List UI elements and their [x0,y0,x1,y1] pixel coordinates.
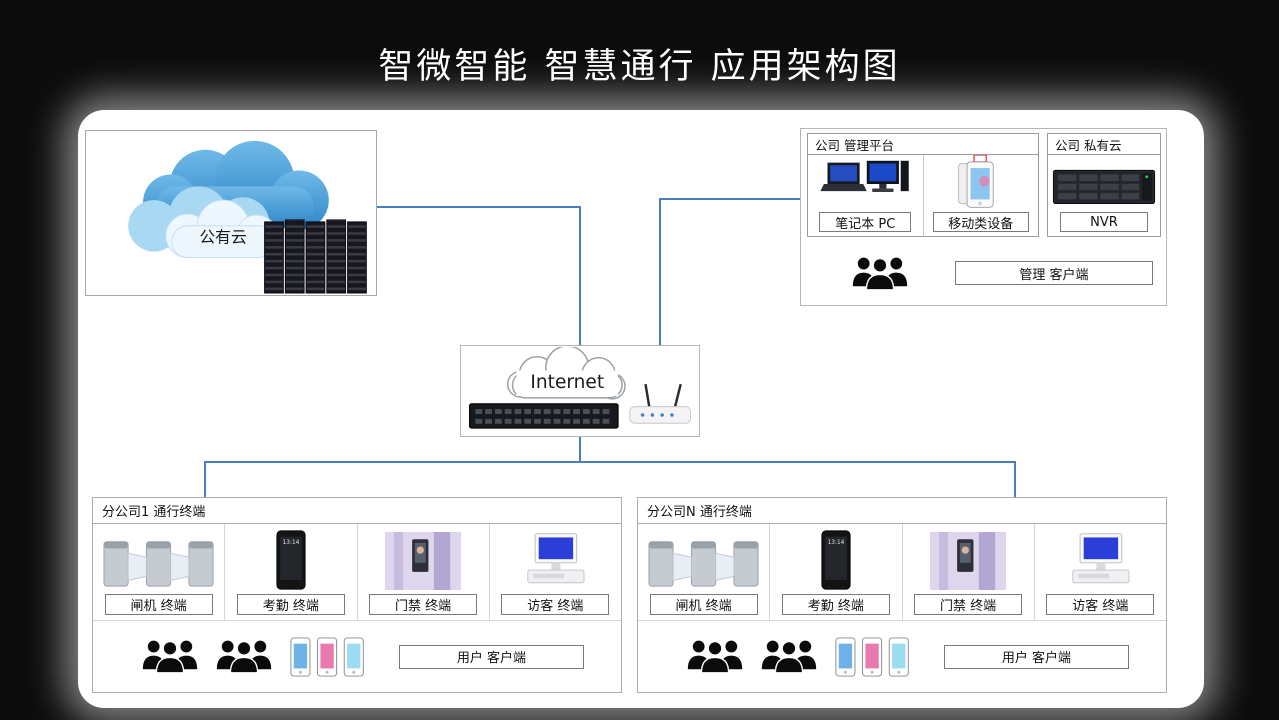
laptop-pc-cell: 笔记本 PC [808,155,923,236]
phones-group-icon [290,636,364,677]
branch-1-terminals: 闸机 终端 13:14 考勤 终端 门禁 终 [93,524,621,620]
connector-line [204,461,206,498]
company-panel: 公司 管理平台 笔记本 PC [800,128,1167,306]
private-cloud-header: 公司 私有云 [1048,134,1160,155]
gate-terminal-image [648,541,759,587]
terminal-label: 闸机 终端 [104,594,213,615]
people-group-icon [761,640,817,674]
terminal-label: 考勤 终端 [781,594,890,615]
user-client-label: 用户 客户端 [399,644,584,669]
terminal-cell-visitor: 访客 终端 [1035,524,1166,620]
visitor-terminal-image [1072,533,1130,584]
nvr-cell: NVR [1048,155,1160,236]
access-terminal-image [930,532,1007,590]
nvr-image [1052,169,1156,204]
people-group-icon [216,640,272,674]
connector-line [659,198,800,200]
mobile-devices-label: 移动类设备 [932,212,1029,232]
connector-line [377,206,581,208]
terminal-label: 闸机 终端 [649,594,758,615]
page-title: 智微智能 智慧通行 应用架构图 [378,47,901,87]
nvr-label: NVR [1060,212,1148,232]
terminal-cell-attendance: 13:14 考勤 终端 [770,524,903,620]
public-cloud-image: 公有云 [128,140,367,294]
connector-line [1014,461,1016,498]
connector-line [579,206,581,346]
network-switch-image [469,403,619,429]
terminal-label: 访客 终端 [1046,594,1155,615]
branch-1-header: 分公司1 通行终端 [93,498,621,524]
terminal-cell-access: 门禁 终端 [358,524,490,620]
red-annotation-mark [973,155,987,163]
gate-terminal-image [103,541,214,587]
people-group-icon [852,257,908,290]
branch-n-header: 分公司N 通行终端 [638,498,1166,524]
internet-panel: Internet [460,345,700,437]
laptop-pc-label: 笔记本 PC [819,212,912,232]
internet-label: Internet [530,372,604,393]
attendance-screen-time: 13:14 [282,540,299,546]
public-cloud-label: 公有云 [199,228,246,247]
attendance-screen-time: 13:14 [827,540,844,546]
terminal-label: 考勤 终端 [236,594,345,615]
branch-n-terminals: 闸机 终端 13:14 考勤 终端 门禁 终 [638,524,1166,620]
terminal-label: 访客 终端 [501,594,610,615]
attendance-terminal-image: 13:14 [276,530,306,590]
people-group-icon [687,640,743,674]
public-cloud-panel: 公有云 [85,130,377,296]
internet-image: Internet [469,347,691,429]
branch-1-client-row: 用户 客户端 [93,620,621,692]
management-platform-header: 公司 管理平台 [808,134,1038,155]
server-racks-image [264,219,367,294]
branch-1-panel: 分公司1 通行终端 闸机 终端 13: [92,497,622,693]
connector-line [579,437,581,463]
terminal-cell-attendance: 13:14 考勤 终端 [225,524,358,620]
terminal-cell-gate: 闸机 终端 [638,524,771,620]
people-group-icon [142,640,198,674]
access-terminal-image [385,532,462,590]
attendance-terminal-image: 13:14 [821,530,851,590]
laptop-pc-image [820,160,909,193]
user-client-label: 用户 客户端 [944,644,1129,669]
branch-n-client-row: 用户 客户端 [638,620,1166,692]
terminal-cell-access: 门禁 终端 [903,524,1035,620]
router-image [629,383,691,424]
terminal-label: 门禁 终端 [369,594,478,615]
mobile-devices-cell: 移动类设备 [922,155,1039,236]
connector-line [659,198,661,346]
private-cloud-box: 公司 私有云 NVR [1047,133,1161,237]
management-platform-box: 公司 管理平台 笔记本 PC [807,133,1039,237]
visitor-terminal-image [527,533,585,584]
terminal-label: 门禁 终端 [914,594,1023,615]
phones-group-icon [835,636,909,677]
connector-line [204,461,1016,463]
management-client-label: 管理 客户端 [955,261,1153,285]
management-client-row: 管理 客户端 [801,241,1166,305]
branch-n-panel: 分公司N 通行终端 闸机 终端 13: [637,497,1167,693]
mobile-devices-image [957,155,994,208]
terminal-cell-gate: 闸机 终端 [93,524,226,620]
terminal-cell-visitor: 访客 终端 [490,524,621,620]
